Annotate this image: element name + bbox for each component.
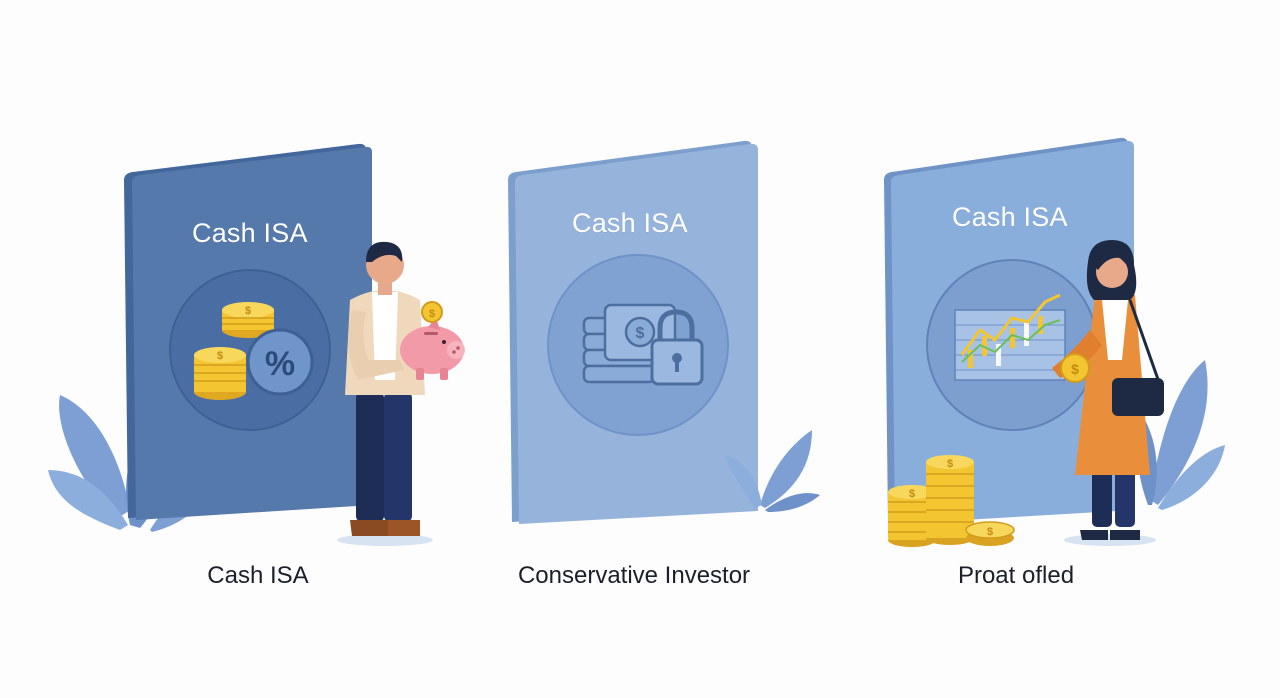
card-3-caption: Proat ofled [957,562,1075,589]
card-1-title: Cash ISA [192,218,308,248]
leaf-icon [725,455,762,508]
svg-text:$: $ [1071,361,1079,377]
leaf-icon [1158,445,1225,510]
card-1-caption: Cash ISA [207,562,309,589]
card-2-caption: Conservative Investor [517,562,751,589]
svg-text:$: $ [429,308,435,320]
leaf-icon [765,493,820,512]
svg-text:$: $ [909,488,915,500]
leaf-icon [1150,360,1208,505]
middle-leaves [725,430,820,512]
leaf-icon [760,430,812,508]
woman-with-coin: $ [1052,240,1164,546]
card-2: $ [508,140,758,524]
card-3-title: Cash ISA [952,202,1068,232]
line-chart-icon [954,293,1066,381]
svg-text:$: $ [245,305,251,317]
coins-icon: $ $ $ [888,455,1015,547]
man-with-piggy-bank: $ [337,241,465,546]
leaf-icon [59,395,130,520]
padlock-icon [650,309,704,386]
coins-icon: $ $ [194,302,274,400]
svg-text:$: $ [636,325,645,342]
piggy-bank-icon [400,318,465,380]
leaf-icon [48,470,128,530]
svg-text:%: % [265,345,295,383]
card-3 [884,137,1134,524]
svg-text:$: $ [947,458,953,470]
svg-text:$: $ [217,350,223,362]
percent-icon: % [246,328,314,396]
card-2-title: Cash ISA [572,208,688,238]
card-1: $ $ % [124,143,372,520]
svg-text:$: $ [987,526,993,538]
